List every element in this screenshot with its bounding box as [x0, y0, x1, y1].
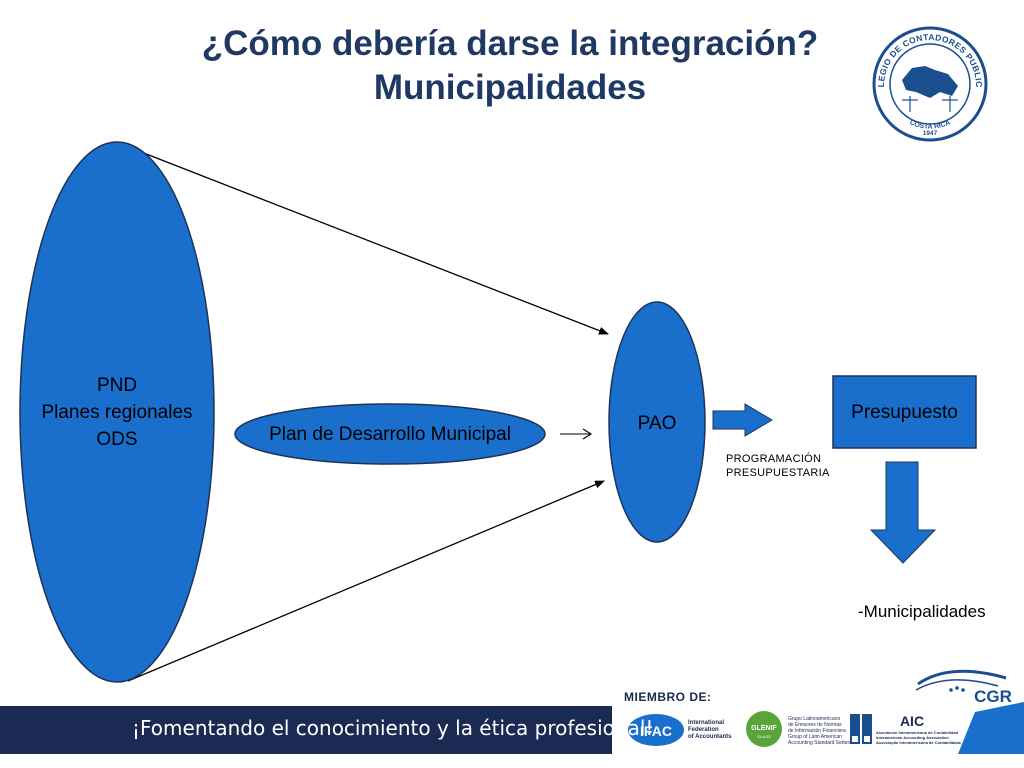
ifac-caption-line-3: of Accountants: [688, 734, 732, 740]
funnel-line-top: [117, 142, 609, 335]
big-oval-label-pnd: PND: [96, 375, 138, 396]
glenif-caption-line-4: Group of Latin American: [788, 734, 842, 740]
pao-oval-label: PAO: [637, 413, 677, 434]
colegio-logo-top-text: COLEGIO DE CONTADORES PUBLICOS: [0, 0, 984, 88]
big-oval-label: PND Planes regionales ODS: [22, 372, 212, 453]
funnel-line-bottom: [127, 480, 605, 682]
aic-caption-line-2: Interamerican Accounting Association: [876, 735, 949, 740]
footer-tagline: ¡Fomentando el conocimiento y la ética p…: [132, 716, 654, 740]
glenif-caption-line-1: Grupo Latinoamericano: [788, 716, 841, 722]
glenif-caption-line-3: de Información Financiera: [788, 728, 846, 734]
title-line-1: ¿Cómo debería darse la integración?: [201, 24, 819, 63]
block-arrow-down: [869, 461, 937, 564]
plan-oval: [234, 403, 546, 465]
glenif-logo-caption: Grupo Latinoamericano de Emisores de Nor…: [788, 716, 852, 746]
plan-to-pao-arrowhead: [582, 428, 593, 440]
programacion-label: PROGRAMACIÓN PRESUPUESTARIA: [726, 452, 830, 480]
glenif-caption-line-2: de Emisores de Normas: [788, 722, 842, 728]
title-line-2: Municipalidades: [373, 68, 647, 107]
glenif-logo-subtext: GLASS: [757, 734, 771, 739]
presupuesto-box: [832, 375, 977, 449]
colegio-logo-bottom-text: COSTA RICA: [908, 119, 951, 131]
big-oval-label-planes: Planes regionales: [41, 402, 193, 423]
svg-text:COSTA RICA: COSTA RICA: [908, 119, 951, 131]
aic-logo: AIC: [850, 713, 924, 744]
cgr-logo: CGR: [915, 669, 1012, 706]
ifac-caption-line-1: International: [688, 720, 725, 726]
block-arrow-right: [712, 403, 773, 437]
plan-oval-label: Plan de Desarrollo Municipal: [269, 424, 511, 445]
aic-caption-line-1: Asociación Interamericana de Contabilida…: [876, 730, 959, 735]
aic-logo-text: AIC: [900, 713, 924, 729]
colegio-logo-year: 1947: [923, 130, 938, 137]
big-oval: [19, 141, 215, 683]
programacion-label-line-1: PROGRAMACIÓN: [726, 453, 822, 465]
svg-text:COLEGIO DE CONTADORES PUBLICOS: COLEGIO DE CONTADORES PUBLICOS: [0, 0, 984, 88]
presupuesto-label: Presupuesto: [851, 402, 958, 423]
pao-oval: [608, 301, 706, 543]
big-oval-label-ods: ODS: [96, 429, 138, 450]
ifac-caption-line-2: Federation: [688, 727, 719, 733]
cgr-logo-text: CGR: [974, 687, 1012, 706]
colegio-logo: COLEGIO DE CONTADORES PUBLICOS COSTA RIC…: [0, 0, 988, 142]
ifac-logo-caption: International Federation of Accountants: [688, 720, 731, 741]
ifac-logo: IFAC: [628, 714, 684, 746]
footer-bar: [0, 706, 612, 754]
footer-accent-shape: [958, 702, 1024, 754]
aic-caption-line-3: Associação Interamericana de Contabilida…: [876, 740, 962, 745]
glenif-logo-text: GLENIF: [751, 725, 777, 732]
miembro-label: MIEMBRO DE:: [624, 690, 712, 704]
aic-logo-caption: Asociación Interamericana de Contabilida…: [876, 730, 961, 745]
ifac-logo-text: IFAC: [640, 723, 672, 739]
glenif-caption-line-5: Accounting Standard Setters: [788, 740, 852, 746]
slide-title: ¿Cómo debería darse la integración? Muni…: [130, 22, 890, 110]
programacion-label-line-2: PRESUPUESTARIA: [726, 467, 830, 479]
glenif-logo: GLENIF GLASS: [746, 711, 782, 747]
municipalidades-label: -Municipalidades: [858, 602, 986, 621]
